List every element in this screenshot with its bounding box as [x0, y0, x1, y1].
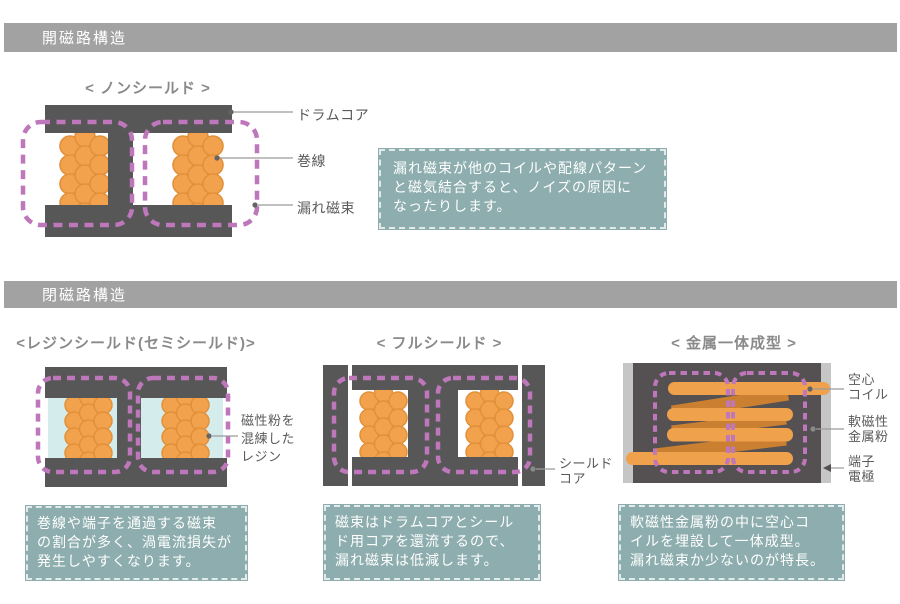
- label-air-core-coil: 空心 コイル: [848, 372, 889, 402]
- terminal-electrodes: [623, 363, 831, 483]
- title-resin-shield: <レジンシールド(セミシールド)>: [16, 335, 256, 352]
- note-full-shield-text: 磁束はドラムコアとシール ド用コアを還流するので、 漏れ磁束は低減します。: [335, 514, 515, 568]
- title-non-shield: < ノンシールド >: [85, 80, 211, 97]
- diagram-resin-shield: [35, 367, 238, 487]
- leakage-flux-loops: [20, 119, 260, 228]
- note-metal-mold-text: 軟磁性金属粉の中に空心コ イルを埋設して一体成型。 漏れ磁束か少ないのが特長。: [630, 514, 825, 568]
- label-shield-core: シールド コア: [559, 456, 614, 486]
- section-header-open-label: 開磁路構造: [42, 30, 128, 47]
- title-metal-mold: < 金属一体成型 >: [671, 335, 797, 352]
- diagram-non-shield: [20, 105, 293, 237]
- winding-left-group: [64, 387, 113, 471]
- leader-dots: [214, 109, 258, 208]
- note-open-circuit-text: 漏れ磁束が他のコイルや配線パターン と磁気結合すると、ノイズの原因に なったりし…: [393, 160, 648, 214]
- label-terminal-electrode: 端子 電極: [848, 454, 876, 484]
- label-winding: 巻線: [297, 153, 326, 169]
- section-header-open: 開磁路構造: [4, 23, 897, 52]
- section-header-closed-label: 閉磁路構造: [42, 287, 128, 304]
- leader-dots: [807, 386, 831, 472]
- note-resin-shield-text: 巻線や端子を通過する磁束 の割合が多く、渦電流損失が 発生しやすくなります。: [37, 515, 232, 569]
- label-drum-core: ドラムコア: [297, 107, 370, 123]
- note-full-shield: 磁束はドラムコアとシール ド用コアを還流するので、 漏れ磁束は低減します。: [323, 504, 541, 581]
- winding-right-group: [465, 383, 514, 471]
- title-full-shield: < フルシールド >: [376, 335, 503, 352]
- note-metal-mold: 軟磁性金属粉の中に空心コ イルを埋設して一体成型。 漏れ磁束か少ないのが特長。: [618, 504, 845, 581]
- leader-lines: [813, 388, 844, 469]
- shield-core-shape: [323, 365, 545, 486]
- label-metal-powder: 軟磁性 金属粉: [848, 414, 889, 444]
- label-leakage-flux: 漏れ磁束: [297, 200, 355, 216]
- section-header-closed: 閉磁路構造: [4, 281, 897, 308]
- leader-lines: [220, 111, 293, 206]
- label-resin: 磁性粉を 混練した レジン: [241, 413, 296, 464]
- drum-core-shape: [45, 105, 232, 237]
- leader-line: [206, 433, 238, 439]
- flux-loops: [35, 375, 231, 475]
- note-resin-shield: 巻線や端子を通過する磁束 の割合が多く、渦電流損失が 発生しやすくなります。: [25, 505, 248, 581]
- leader-line: [530, 466, 555, 472]
- diagram-full-shield: [323, 365, 555, 486]
- flux-loops: [331, 375, 533, 475]
- winding-right-group: [161, 387, 210, 471]
- diagram-metal-mold: [623, 363, 844, 483]
- note-open-circuit: 漏れ磁束が他のコイルや配線パターン と磁気結合すると、ノイズの原因に なったりし…: [378, 148, 667, 230]
